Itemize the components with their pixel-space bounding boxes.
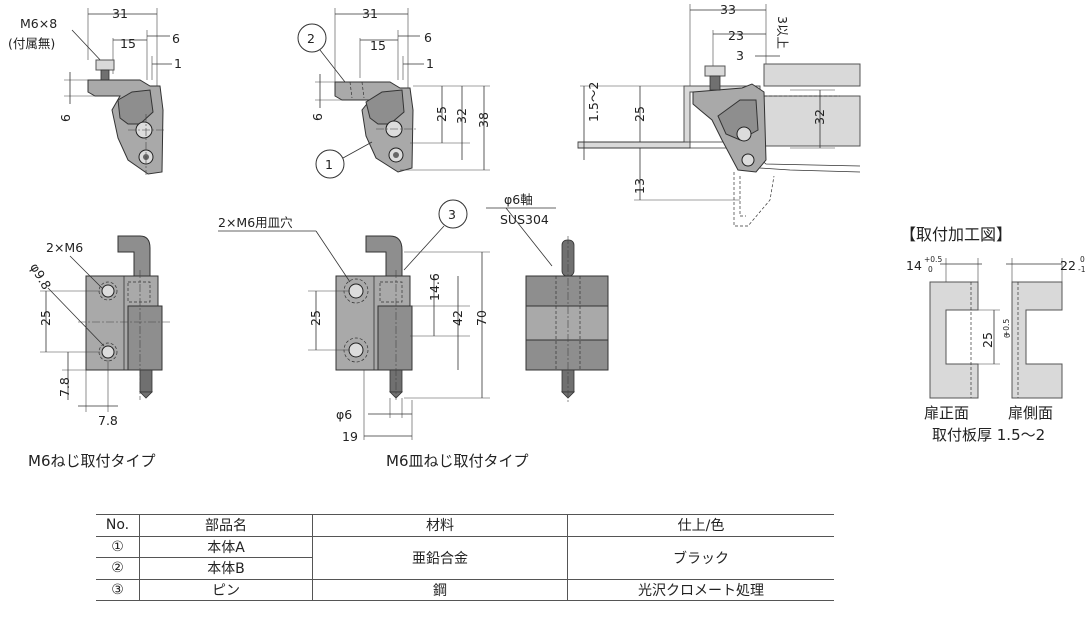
table-row: ① 本体A 亜鉛合金 ブラック [96, 536, 834, 580]
dim-thickness: 1.5～2 [586, 82, 601, 122]
tol-25-lower: 0 [1003, 333, 1012, 338]
dim-13: 13 [632, 178, 647, 194]
dim-22: 22 [1060, 258, 1076, 273]
header-finish: 仕上/色 [567, 514, 834, 537]
dim-19: 19 [342, 429, 358, 444]
side-view-screw-type: 31 15 6 1 M6×8 (付属無) 6 [8, 6, 182, 175]
front-view-countersunk-type: 2×M6用皿穴 3 25 14.6 42 70 φ6 19 M6皿ねじ取付タイプ [218, 199, 529, 470]
row-no: ② [96, 557, 140, 580]
row-no: ③ [96, 579, 140, 601]
side-view-countersunk-type: 31 15 6 1 2 1 6 25 32 [297, 6, 491, 179]
shaft-label: φ6軸 [504, 192, 533, 207]
dim-7-8-v: 7.8 [57, 377, 72, 397]
header-material: 材料 [312, 514, 568, 537]
dim-31: 31 [362, 6, 378, 21]
material-label: SUS304 [500, 212, 549, 227]
caption-countersunk-type: M6皿ねじ取付タイプ [386, 452, 529, 470]
parts-table: No. 部品名 材料 仕上/色 ① 本体A 亜鉛合金 ブラック ② 本体B ③ … [96, 514, 834, 601]
mounting-title: 【取付加工図】 [900, 225, 1012, 244]
row-name: 本体A [139, 536, 313, 558]
header-part-name: 部品名 [139, 514, 313, 537]
material-shared: 亜鉛合金 [312, 536, 568, 580]
mounting-thickness: 取付板厚 1.5～2 [932, 426, 1045, 444]
dim-25: 25 [980, 332, 995, 348]
dim-31: 31 [112, 6, 128, 21]
dim-15: 15 [370, 38, 386, 53]
dim-33: 33 [720, 2, 736, 17]
row-material: 鋼 [312, 579, 568, 601]
dim-phi6: φ6 [336, 407, 352, 422]
row-no: ① [96, 536, 140, 558]
dim-32: 32 [812, 109, 827, 125]
dim-42: 42 [450, 310, 465, 326]
table-row: ③ ピン 鋼 光沢クロメート処理 [96, 579, 834, 601]
finish-shared: ブラック [567, 536, 834, 580]
tol-25-upper: +0.5 [1002, 319, 1011, 337]
dia-label: φ9.8 [27, 260, 54, 292]
dim-38: 38 [476, 112, 491, 128]
tol-14-lower: 0 [928, 265, 933, 274]
table-header-row: No. 部品名 材料 仕上/色 [96, 514, 834, 537]
tol-22-upper: 0 [1080, 255, 1085, 264]
dim-23: 23 [728, 28, 744, 43]
caption-screw-type: M6ねじ取付タイプ [28, 452, 156, 470]
dim-15: 15 [120, 36, 136, 51]
installed-section-view: 33 23 3 3以上 32 1.5～2 [577, 2, 861, 227]
dim-25: 25 [38, 310, 53, 326]
tol-22-lower: -1 [1078, 265, 1086, 274]
dim-1: 1 [174, 56, 182, 71]
mounting-cutout: 【取付加工図】 14 +0.5 0 22 0 -1 25 +0.5 0 扉正面 … [900, 225, 1086, 444]
dim-6-top: 6 [424, 30, 432, 45]
dim-25: 25 [434, 106, 449, 122]
dim-3: 3 [736, 48, 744, 63]
dim-3-min: 3以上 [775, 16, 790, 49]
dim-1: 1 [426, 56, 434, 71]
balloon-3: 3 [448, 207, 456, 222]
rear-view: φ6軸 SUS304 [486, 192, 609, 404]
screw-label: M6×8 [20, 16, 57, 31]
dim-7-8-h: 7.8 [98, 413, 118, 428]
label-door-side: 扉側面 [1008, 404, 1053, 422]
label-door-front: 扉正面 [924, 404, 969, 422]
tol-14-upper: +0.5 [924, 255, 942, 264]
header-no: No. [96, 514, 140, 537]
row-finish: 光沢クロメート処理 [567, 579, 834, 601]
dim-70: 70 [474, 310, 489, 326]
holes-label: 2×M6用皿穴 [218, 215, 293, 230]
dim-14-6: 14.6 [427, 273, 442, 301]
holes-label: 2×M6 [46, 240, 83, 255]
front-view-screw-type: 2×M6 φ9.8 25 7.8 7.8 M6ねじ取付タイプ [27, 235, 170, 470]
dim-6-top: 6 [172, 31, 180, 46]
balloon-1: 1 [325, 157, 333, 172]
dim-14: 14 [906, 258, 922, 273]
table-row: ② 本体B [96, 557, 834, 580]
dim-25: 25 [308, 310, 323, 326]
screw-note: (付属無) [8, 36, 55, 51]
row-name: ピン [139, 579, 313, 601]
dim-6-side: 6 [310, 113, 325, 121]
balloon-2: 2 [307, 31, 315, 46]
row-name: 本体B [139, 557, 313, 580]
dim-32: 32 [454, 108, 469, 124]
dim-25: 25 [632, 106, 647, 122]
dim-6-side: 6 [58, 114, 73, 122]
